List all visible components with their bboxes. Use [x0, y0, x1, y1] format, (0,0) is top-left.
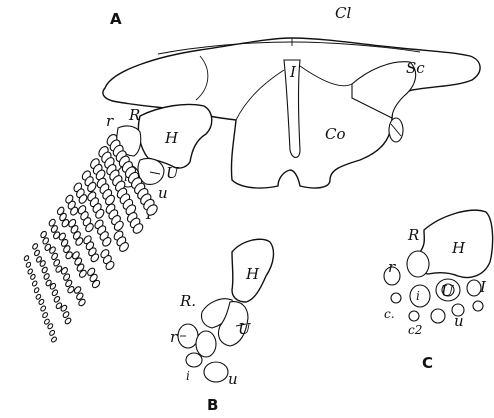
- fin-radial-segment: [32, 280, 38, 287]
- fin-radial-segment: [35, 294, 41, 301]
- panel-b-label: B: [207, 396, 218, 413]
- intermedium-c: [410, 285, 430, 307]
- label-radius-b: R.: [179, 292, 196, 310]
- label-radiale-c: r: [388, 258, 396, 276]
- label-radiale: r: [106, 112, 114, 130]
- label-ulna-b: U: [238, 320, 252, 338]
- label-ulnare-side-c: I: [479, 278, 487, 296]
- fin-radial-segment: [43, 273, 50, 281]
- label-scapula: Sc: [406, 59, 425, 77]
- radius-c: [407, 251, 429, 277]
- panel-a-label: A: [110, 10, 122, 28]
- panel-b: H R. U r i u B: [170, 239, 273, 413]
- panel-c: H R r U i I u c. c2 C: [384, 210, 493, 372]
- label-intermedium-b: i: [186, 369, 190, 383]
- label-coracoid: Co: [325, 125, 346, 143]
- fin-radial-segment: [51, 336, 58, 343]
- label-clavicle: Cl: [335, 4, 351, 22]
- centrale-b: [186, 353, 202, 367]
- intermedium-b: [196, 331, 216, 357]
- label-interclavicle: I: [289, 63, 297, 81]
- fin-radial-segment: [25, 261, 31, 268]
- fin-radial-segment: [42, 312, 49, 319]
- panel-c-label: C: [422, 354, 433, 372]
- label-ulna: U: [166, 164, 180, 182]
- label-radius-c: R: [407, 226, 419, 244]
- fin-radial-segment: [51, 289, 59, 297]
- label-carpal-c2: c2: [408, 323, 422, 337]
- label-ulnare-b: u: [228, 370, 238, 388]
- ulnare-b: [204, 362, 228, 382]
- carpal-c1: [391, 293, 401, 303]
- ulnare-c: [467, 280, 481, 296]
- label-ulna-c: U: [441, 282, 455, 300]
- fin-radial-segment: [62, 311, 70, 319]
- fin-radial-segment: [32, 243, 39, 250]
- label-humerus-b: H: [245, 265, 260, 283]
- fin-radial-segment: [27, 268, 33, 275]
- label-radius: R: [128, 106, 140, 124]
- carpal-c2: [409, 311, 419, 321]
- fin-radial-segment: [30, 274, 36, 281]
- label-radiale-b: r: [170, 328, 178, 346]
- label-humerus-c: H: [451, 239, 466, 257]
- carpal-c5: [473, 301, 483, 311]
- fin-radial-segment: [53, 295, 61, 303]
- fin-radial-segment: [38, 298, 45, 305]
- fin-radial-segment: [41, 266, 48, 274]
- fin-radial-segment: [34, 249, 41, 256]
- fin-radial-segment: [23, 255, 29, 262]
- fin-radial-segment: [64, 317, 72, 325]
- fin-radial-segment: [49, 329, 56, 336]
- label-humerus: H: [164, 129, 179, 147]
- label-ulnare: u: [158, 184, 168, 202]
- carpal-c3: [431, 309, 445, 323]
- fin-radial-segment: [33, 287, 39, 294]
- label-intermedium-c: i: [416, 289, 420, 303]
- fin-radial-segment: [40, 305, 47, 312]
- label-carpal-c1: c.: [384, 307, 395, 321]
- label-ulnare-c: u: [454, 312, 464, 330]
